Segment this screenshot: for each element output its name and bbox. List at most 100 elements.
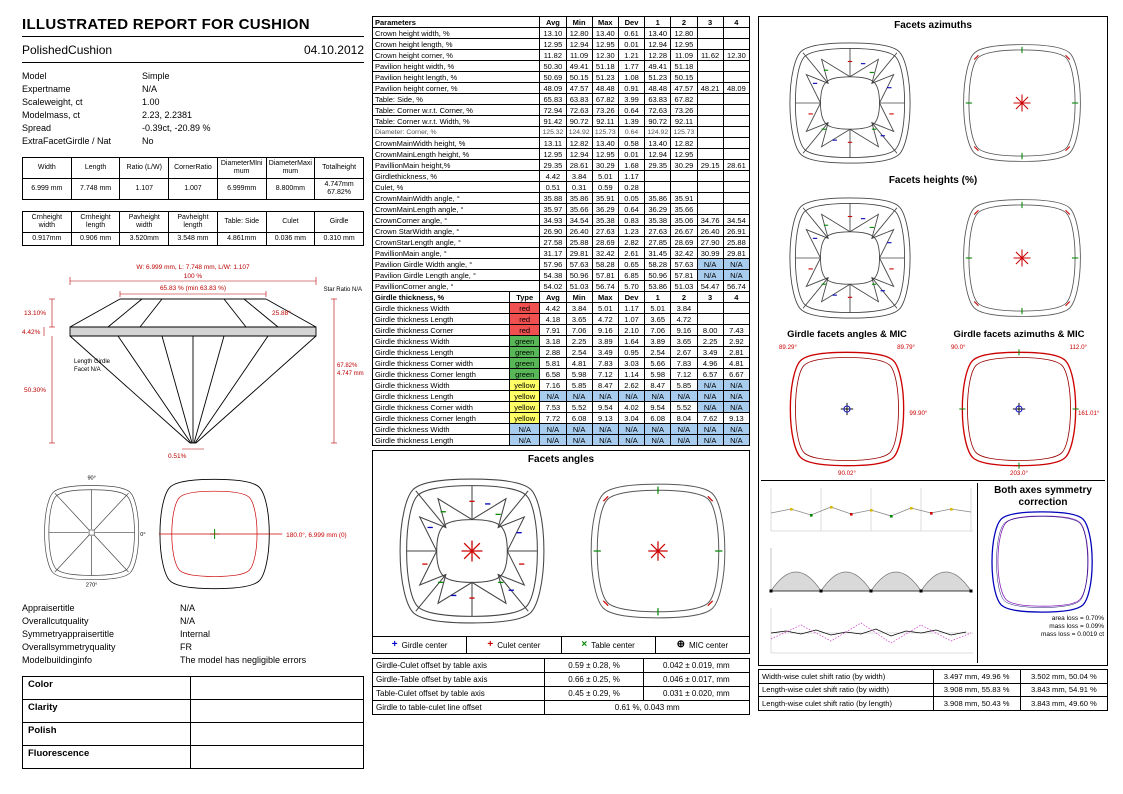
value-cell: 2.25	[565, 335, 593, 347]
girdle-label: Girdle thickness Corner width	[371, 357, 511, 369]
grade-label: Clarity	[22, 699, 191, 723]
value-cell: 72.94	[539, 104, 567, 116]
offset-percent: 0.45 ± 0.29, %	[544, 686, 644, 701]
parameter-label: Table: Side, %	[371, 93, 541, 105]
value-cell: 29.81	[565, 247, 593, 259]
legend-symbol-icon: +	[487, 639, 494, 650]
girdle-diagrams: 89.29° 89.79° 99.90° 90.02° 90.0° 112.0°…	[761, 341, 1105, 477]
girdle-type-badge: green	[509, 346, 541, 358]
value-cell	[696, 71, 724, 83]
value-cell: 2.25	[696, 335, 724, 347]
value-cell: 5.81	[539, 357, 567, 369]
legend-symbol-icon: +	[391, 639, 398, 650]
value-cell: 1.21	[617, 49, 646, 61]
value-cell: 5.01	[591, 302, 619, 314]
culet-shift-row: Length-wise culet shift ratio (by length…	[758, 696, 1109, 711]
value-cell: 35.66	[565, 203, 593, 215]
column-header: Min	[565, 291, 593, 303]
value-cell: 1.08	[617, 71, 646, 83]
value-cell: 50.15	[670, 71, 698, 83]
culet-shift-row: Length-wise culet shift ratio (by width)…	[758, 682, 1109, 697]
value-cell: 3.65	[565, 313, 593, 325]
value-cell: 12.80	[670, 27, 698, 39]
section-header: Girdle thickness, %	[371, 291, 511, 303]
value-cell: 49.41	[644, 60, 672, 72]
total-height-pct: 67.82%	[337, 363, 358, 369]
girdle-label: Girdle thickness Length	[371, 313, 511, 325]
length-girdle-facet-label-1: Length Girdle	[74, 359, 111, 365]
value-cell: 13.40	[644, 27, 672, 39]
value-cell: 8.800mm	[265, 178, 316, 200]
value-cell: 4.81	[722, 357, 751, 369]
girdle-type-badge: red	[509, 324, 541, 336]
value-cell: 58.28	[644, 258, 672, 270]
value-cell: 7.72	[539, 412, 567, 424]
value-cell: 67.82	[670, 93, 698, 105]
value-cell: 3.89	[591, 335, 619, 347]
value-cell: 65.83	[539, 93, 567, 105]
value-cell: 7.748 mm	[70, 178, 121, 200]
column-header: 4	[722, 16, 751, 28]
culet-label: 0.51%	[168, 453, 187, 460]
value-cell: 3.03	[617, 357, 646, 369]
value-cell: 2.67	[670, 346, 698, 358]
value-cell: 2.81	[722, 346, 751, 358]
offset-mm: 0.042 ± 0.019, mm	[642, 658, 751, 673]
facets-azimuths-title: Facets azimuths	[894, 20, 972, 31]
value-cell: 1.77	[617, 60, 646, 72]
girdle-type-badge: yellow	[509, 379, 541, 391]
value-cell: 1.64	[617, 335, 646, 347]
value-cell: 12.94	[565, 38, 593, 50]
value-cell	[722, 181, 751, 193]
value-cell: 3.497 mm, 49.96 %	[932, 669, 1021, 684]
girdle-type-badge: N/A	[509, 423, 541, 435]
value-cell: 73.26	[670, 104, 698, 116]
column-header: Totalheight	[314, 157, 364, 179]
value-cell: 92.11	[670, 115, 698, 127]
value-cell	[722, 126, 751, 138]
girdle-type-badge: yellow	[509, 401, 541, 413]
value-cell: 0.64	[617, 104, 646, 116]
value-cell: 32.42	[591, 247, 619, 259]
value-cell: 5.52	[670, 401, 698, 413]
profile-width-label: 100 %	[184, 273, 203, 280]
facets-azimuths-diagrams	[761, 32, 1105, 174]
value-cell: 72.63	[644, 104, 672, 116]
parameter-label: PavillionMain angle, °	[371, 247, 541, 259]
parameter-label: Girdlethickness, %	[371, 170, 541, 182]
value-cell	[696, 60, 724, 72]
value-cell: 34.76	[696, 214, 724, 226]
value-cell: 35.38	[644, 214, 672, 226]
legend-label: Table center	[591, 640, 635, 650]
column-header: DiameterMInimum	[216, 157, 267, 179]
value-cell: 8.04	[670, 412, 698, 424]
column-header: Min	[565, 16, 593, 28]
value-cell: 3.49	[696, 346, 724, 358]
value-cell: 125.32	[539, 126, 567, 138]
value-cell: 6.08	[644, 412, 672, 424]
girdle-azimuth-label: 90.0°	[951, 344, 966, 351]
report-page: ILLUSTRATED REPORT FOR CUSHION PolishedC…	[22, 16, 1109, 769]
column-header: Culet	[265, 211, 316, 233]
value-cell: 3.89	[644, 335, 672, 347]
value-cell: 72.63	[565, 104, 593, 116]
girdle-angle-label: 90.02°	[838, 470, 856, 477]
value-cell	[670, 170, 698, 182]
girdle-label: Girdle thickness Width	[371, 379, 511, 391]
parameter-label: Pavilion height length, %	[371, 71, 541, 83]
value-cell: 35.97	[539, 203, 567, 215]
value-cell: 56.74	[591, 280, 619, 292]
value-cell	[722, 27, 751, 39]
value-cell	[696, 192, 724, 204]
value-cell: 6.85	[617, 269, 646, 281]
value-cell: 5.98	[644, 368, 672, 380]
value-cell: 5.01	[591, 170, 619, 182]
total-height-mm: 4.747 mm	[337, 371, 364, 377]
value-cell: 1.007	[168, 178, 218, 200]
